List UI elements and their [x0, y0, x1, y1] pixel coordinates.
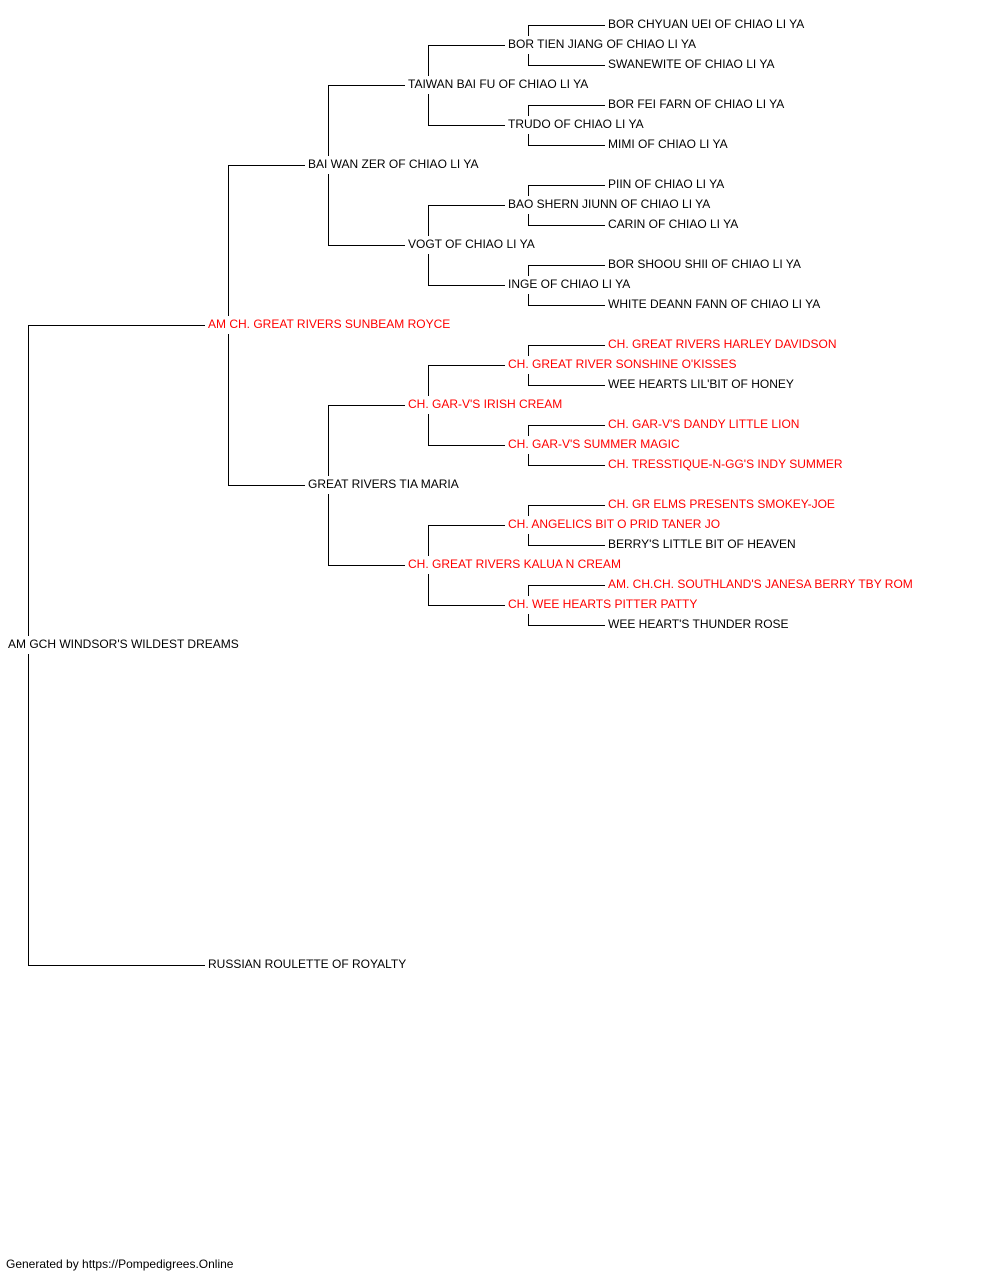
dog-name-gen5-1[interactable]: SWANEWITE OF CHIAO LI YA: [606, 57, 777, 71]
dog-name-gen5-10[interactable]: CH. GAR-V'S DANDY LITTLE LION: [606, 417, 802, 431]
dog-name-gen4-7[interactable]: CH. WEE HEARTS PITTER PATTY: [506, 597, 700, 611]
dog-name-gen5-14[interactable]: AM. CH.CH. SOUTHLAND'S JANESA BERRY TBY …: [606, 577, 915, 591]
dog-name-sire-dam-sire[interactable]: CH. GAR-V'S IRISH CREAM: [406, 397, 565, 411]
dog-name-sire[interactable]: AM CH. GREAT RIVERS SUNBEAM ROYCE: [206, 317, 453, 331]
dog-name-sire-dam-dam[interactable]: CH. GREAT RIVERS KALUA N CREAM: [406, 557, 623, 571]
dog-name-gen4-6[interactable]: CH. ANGELICS BIT O PRID TANER JO: [506, 517, 723, 531]
dog-name-gen5-7[interactable]: WHITE DEANN FANN OF CHIAO LI YA: [606, 297, 823, 311]
dog-name-gen4-2[interactable]: BAO SHERN JIUNN OF CHIAO LI YA: [506, 197, 713, 211]
dog-name-gen4-1[interactable]: TRUDO OF CHIAO LI YA: [506, 117, 646, 131]
dog-name-gen5-15[interactable]: WEE HEART'S THUNDER ROSE: [606, 617, 791, 631]
dog-name-gen5-6[interactable]: BOR SHOOU SHII OF CHIAO LI YA: [606, 257, 803, 271]
dog-name-subject[interactable]: AM GCH WINDSOR'S WILDEST DREAMS: [6, 637, 241, 651]
dog-name-gen5-0[interactable]: BOR CHYUAN UEI OF CHIAO LI YA: [606, 17, 807, 31]
dog-name-gen5-8[interactable]: CH. GREAT RIVERS HARLEY DAVIDSON: [606, 337, 839, 351]
dog-name-gen5-12[interactable]: CH. GR ELMS PRESENTS SMOKEY-JOE: [606, 497, 837, 511]
dog-name-gen5-3[interactable]: MIMI OF CHIAO LI YA: [606, 137, 730, 151]
dog-name-gen4-0[interactable]: BOR TIEN JIANG OF CHIAO LI YA: [506, 37, 699, 51]
dog-name-gen4-4[interactable]: CH. GREAT RIVER SONSHINE O'KISSES: [506, 357, 739, 371]
dog-name-gen4-3[interactable]: INGE OF CHIAO LI YA: [506, 277, 633, 291]
dog-name-sire-dam[interactable]: GREAT RIVERS TIA MARIA: [306, 477, 461, 491]
dog-name-gen5-11[interactable]: CH. TRESSTIQUE-N-GG'S INDY SUMMER: [606, 457, 845, 471]
generated-by-footer: Generated by https://Pompedigrees.Online: [6, 1257, 234, 1271]
dog-name-gen5-4[interactable]: PIIN OF CHIAO LI YA: [606, 177, 727, 191]
dog-name-sire-sire-dam[interactable]: VOGT OF CHIAO LI YA: [406, 237, 537, 251]
dog-name-gen5-2[interactable]: BOR FEI FARN OF CHIAO LI YA: [606, 97, 787, 111]
dog-name-sire-sire[interactable]: BAI WAN ZER OF CHIAO LI YA: [306, 157, 481, 171]
dog-name-sire-sire-sire[interactable]: TAIWAN BAI FU OF CHIAO LI YA: [406, 77, 591, 91]
dog-name-gen5-9[interactable]: WEE HEARTS LIL'BIT OF HONEY: [606, 377, 796, 391]
dog-name-dam[interactable]: RUSSIAN ROULETTE OF ROYALTY: [206, 957, 409, 971]
dog-name-gen4-5[interactable]: CH. GAR-V'S SUMMER MAGIC: [506, 437, 682, 451]
dog-name-gen5-5[interactable]: CARIN OF CHIAO LI YA: [606, 217, 741, 231]
dog-name-gen5-13[interactable]: BERRY'S LITTLE BIT OF HEAVEN: [606, 537, 798, 551]
